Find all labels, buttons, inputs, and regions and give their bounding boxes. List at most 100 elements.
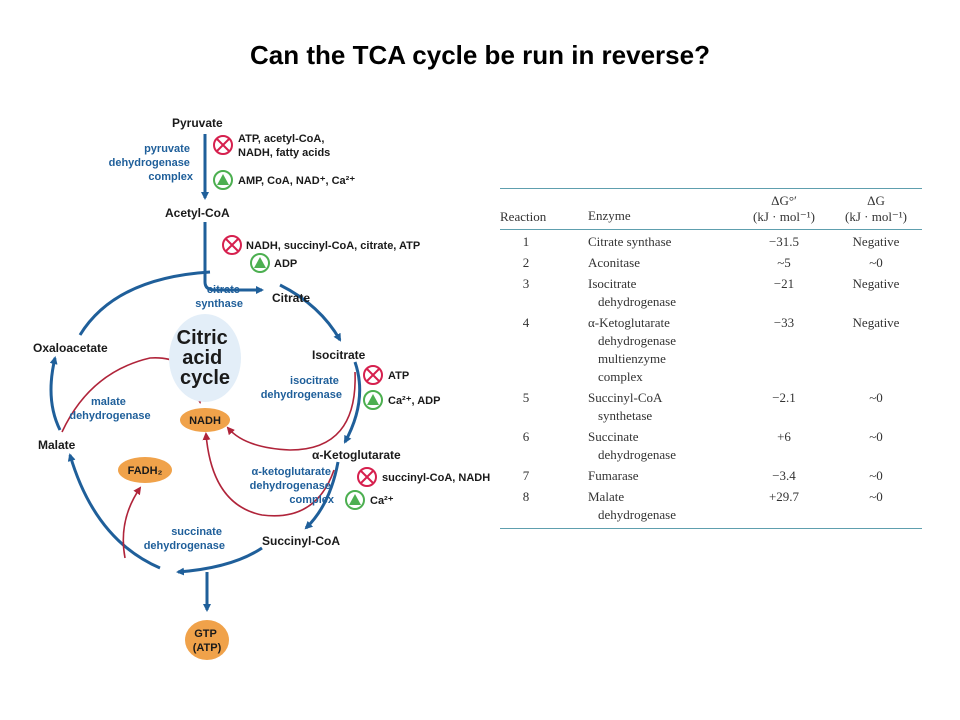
kgdh-enzyme-line-3: complex	[289, 494, 335, 506]
pdh-enzyme-line-2: dehydrogenase	[109, 157, 190, 169]
enzyme-line: complex	[598, 369, 643, 384]
succinyl-coa-label: Succinyl-CoA	[262, 534, 340, 548]
cell-dg0: +29.7	[768, 489, 800, 504]
cs-activators: ADP	[274, 258, 297, 270]
enzyme-line: Isocitrate	[588, 276, 637, 291]
acetylcoa-to-citrate-arrow	[203, 222, 264, 294]
idh-inhibitors: ATP	[388, 370, 409, 382]
pdh-inhibitors-line-2: NADH, fatty acids	[238, 147, 330, 159]
svg-text:malate dehydrogenase: malate dehydrogenase	[69, 396, 150, 422]
enzyme-line: Aconitase	[588, 255, 640, 270]
cell-reaction: 5	[522, 390, 530, 405]
sdh-enzyme-line-2: dehydrogenase	[144, 540, 225, 552]
cell-dg: ~0	[869, 468, 883, 483]
header-dg0: ΔG°′ (kJ · mol⁻¹)	[738, 193, 830, 225]
svg-text:isocitrate dehydrogenase: isocitrate dehydrogenase	[261, 375, 342, 401]
table-row: 7 Fumarase −3.4 ~0	[500, 464, 922, 485]
cycle-label-highlight	[169, 314, 241, 402]
enzyme-line: Fumarase	[588, 468, 639, 483]
cell-dg0: −2.1	[772, 390, 796, 405]
header-dg-line-1: ΔG	[867, 193, 885, 208]
kgdh-activators: Ca²⁺	[370, 495, 394, 507]
cell-dg: Negative	[852, 315, 900, 330]
cell-dg0: +6	[777, 429, 791, 444]
svg-text:citrate synthase: citrate synthase	[195, 284, 243, 310]
cycle-label-line-3: cycle	[180, 367, 230, 389]
svg-text:pyruvate dehydrogenase: pyruvate dehydrogenase complex	[109, 143, 194, 183]
cell-dg: ~0	[869, 255, 883, 270]
nadh-label: NADH	[189, 415, 221, 427]
svg-text:α-ketoglutarate dehydrogen: α-ketoglutarate dehydrogenase complex	[250, 466, 335, 506]
table-row: 8 Malate dehydrogenase +29.7 ~0	[500, 485, 922, 528]
isocitrate-label: Isocitrate	[312, 348, 366, 362]
cell-dg0: ~5	[777, 255, 791, 270]
table-row: 6 Succinate dehydrogenase +6 ~0	[500, 425, 922, 464]
header-dg0-line-1: ΔG°′	[771, 193, 797, 208]
svg-text:Citric acid cycle: Citric acid cycle	[177, 327, 234, 389]
cell-reaction: 8	[522, 489, 530, 504]
citrate-label: Citrate	[272, 291, 310, 305]
pdh-enzyme-line-1: pyruvate	[144, 143, 190, 155]
tca-cycle-diagram: Citric acid cycle Pyruvate Acetyl-CoA Ci…	[33, 116, 490, 660]
cell-dg: ~0	[869, 489, 883, 504]
table-row: 2 Aconitase ~5 ~0	[500, 251, 922, 272]
cell-dg0: −33	[773, 315, 795, 330]
cycle-arc-oxaloacetate-top	[78, 270, 211, 336]
enzyme-line: α-Ketoglutarate	[588, 315, 670, 330]
acetyl-coa-label: Acetyl-CoA	[165, 206, 230, 220]
enzyme-line: synthetase	[598, 408, 653, 423]
cell-dg: ~0	[869, 429, 883, 444]
cell-enzyme: Malate dehydrogenase	[588, 488, 738, 524]
cell-reaction: 3	[522, 276, 530, 291]
enzyme-line: dehydrogenase	[598, 333, 676, 348]
gtp-oval	[185, 620, 229, 660]
mdh-enzyme-line-1: malate	[91, 396, 126, 408]
ketoglutarate-to-nadh-arrow	[202, 432, 335, 517]
inhibit-icon	[213, 135, 233, 155]
pyruvate-label: Pyruvate	[172, 116, 223, 130]
cell-reaction: 6	[522, 429, 530, 444]
kgdh-enzyme-line-1: α-ketoglutarate	[251, 466, 331, 478]
cell-enzyme: α-Ketoglutarate dehydrogenase multienzym…	[588, 314, 738, 386]
kgdh-enzyme-line-2: dehydrogenase	[250, 480, 331, 492]
cell-enzyme: Succinyl-CoA synthetase	[588, 389, 738, 425]
inhibit-icon	[222, 235, 242, 255]
cycle-label-line-1: Citric	[177, 327, 228, 349]
cs-enzyme-line-1: citrate	[207, 284, 240, 296]
cell-dg0: −31.5	[768, 234, 800, 249]
cell-enzyme: Succinate dehydrogenase	[588, 428, 738, 464]
cycle-label-line-2: acid	[182, 347, 222, 369]
succinate-to-fadh2-arrow	[122, 486, 142, 559]
table-row: 4 α-Ketoglutarate dehydrogenase multienz…	[500, 311, 922, 386]
slide-title: Can the TCA cycle be run in reverse?	[250, 40, 710, 70]
table-header-rule	[500, 229, 922, 230]
cell-enzyme: Citrate synthase	[588, 233, 738, 251]
mdh-enzyme-line-2: dehydrogenase	[69, 410, 150, 422]
enzyme-line: dehydrogenase	[598, 294, 676, 309]
malate-label: Malate	[38, 438, 76, 452]
inhibit-icon	[357, 467, 377, 487]
enzyme-line: Citrate synthase	[588, 234, 672, 249]
cell-reaction: 4	[522, 315, 530, 330]
idh-activators: Ca²⁺, ADP	[388, 395, 440, 407]
cycle-arc-isocitrate-ketoglutarate	[343, 361, 362, 444]
oxaloacetate-label: Oxaloacetate	[33, 341, 108, 355]
kgdh-inhibitors: succinyl-CoA, NADH	[382, 472, 490, 484]
cell-dg0: −3.4	[772, 468, 796, 483]
table-bottom-rule	[500, 528, 922, 529]
ketoglutarate-label: α-Ketoglutarate	[312, 448, 401, 462]
table-row: 3 Isocitrate dehydrogenase −21 Negative	[500, 272, 922, 311]
cell-enzyme: Fumarase	[588, 467, 738, 485]
header-dg0-line-2: (kJ · mol⁻¹)	[752, 209, 816, 224]
cs-enzyme-line-2: synthase	[195, 298, 243, 310]
svg-text:succinate dehydrogenase: succinate dehydrogenase	[144, 526, 225, 552]
cell-dg0: −21	[773, 276, 795, 291]
enzyme-line: multienzyme	[598, 351, 666, 366]
table-top-rule	[500, 188, 922, 189]
gtp-label-line-2: (ATP)	[193, 642, 222, 654]
inhibit-icon	[363, 365, 383, 385]
enzyme-line: Succinate	[588, 429, 639, 444]
activate-icon	[345, 490, 365, 510]
cycle-arc-succinylcoa-bottom	[176, 546, 263, 576]
enzyme-line: Succinyl-CoA	[588, 390, 663, 405]
